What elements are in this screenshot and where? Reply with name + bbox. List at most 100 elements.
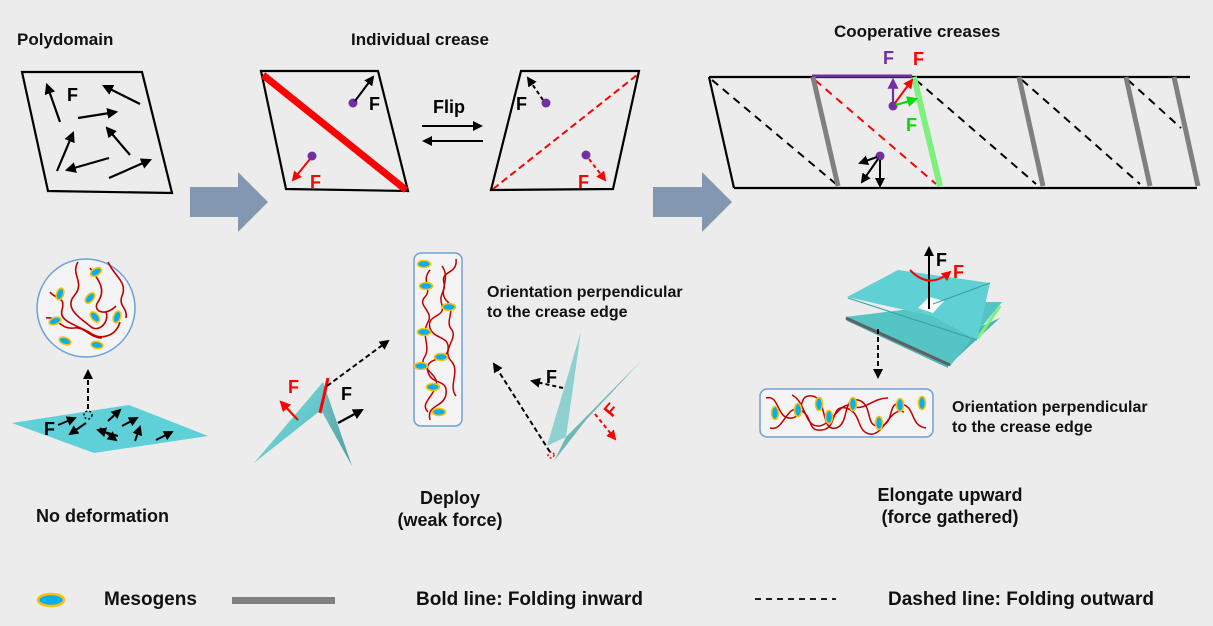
force-arrow-red (894, 78, 914, 104)
force-arrow (102, 85, 141, 105)
legend-mesogens: Mesogens (104, 589, 197, 610)
crease-red (318, 377, 330, 414)
force-label-red: F (953, 262, 964, 282)
caption-deploy-line2: (weak force) (397, 510, 503, 530)
force-arrow (108, 158, 153, 180)
force-arrow (77, 107, 119, 120)
note-orientation-middle-line2: to the crease edge (487, 304, 628, 321)
force-label-red: F (310, 172, 321, 192)
probe-circle (547, 451, 555, 459)
dashed-crease-line (915, 79, 1037, 185)
force-arrow-red-dashed (588, 158, 607, 182)
flip-label: Flip (433, 97, 465, 117)
polydomain-sheet (20, 70, 174, 195)
force-arrow (44, 82, 62, 123)
bold-line-swatch (232, 597, 335, 604)
crease-sheet (259, 69, 410, 193)
force-arrow-red (291, 158, 311, 182)
force-label-green: F (906, 115, 917, 135)
mesogen-dot (875, 151, 885, 161)
force-label: F (44, 419, 55, 439)
force-label-red: F (600, 399, 622, 420)
mesogen-icons (48, 266, 122, 350)
legend (36, 592, 836, 608)
caption-elongate-line1: Elongate upward (877, 485, 1023, 505)
folded-sheet-left (547, 331, 581, 446)
polydomain-microstructure: F (12, 258, 208, 453)
dashed-crease-line-red (814, 79, 937, 185)
force-label-red: F (913, 49, 924, 69)
folded-sheet-top (847, 270, 990, 340)
force-arrow (860, 158, 879, 184)
note-orientation-right: Orientation perpendicular to the crease … (952, 398, 1148, 438)
mesogen-dot (888, 101, 898, 111)
force-label: F (369, 94, 380, 114)
title-polydomain: Polydomain (17, 30, 114, 49)
oriented-chain-box (413, 252, 463, 427)
force-label: F (936, 250, 947, 270)
bold-crease-line (1123, 76, 1153, 187)
caption-no-deformation: No deformation (36, 506, 169, 526)
note-orientation-middle-line1: Orientation perpendicular (487, 284, 683, 301)
force-label: F (341, 384, 352, 404)
note-orientation-middle: Orientation perpendicular to the crease … (487, 283, 683, 323)
title-cooperative-creases: Cooperative creases (834, 22, 1001, 41)
bold-crease-line (260, 72, 409, 193)
force-arrow-red-dashed (594, 413, 617, 441)
mesogen-icon (36, 592, 66, 608)
process-arrow-icon (190, 172, 268, 232)
force-label: F (67, 85, 78, 105)
strip-left-edge (707, 76, 736, 189)
bold-crease-line (810, 76, 841, 187)
bold-crease-line (1171, 76, 1201, 187)
force-arrow (55, 130, 75, 172)
dashed-crease-line (492, 74, 638, 190)
individual-crease-before-flip: F F (259, 69, 410, 193)
mesogen-dot (581, 150, 591, 160)
probe-circle (83, 410, 93, 420)
magnify-arrow-dashed (326, 339, 390, 387)
caption-deploy-line1: Deploy (419, 488, 480, 508)
rotation-arrow (909, 269, 952, 282)
fold-line (847, 297, 978, 341)
bold-crease-line (1016, 76, 1046, 187)
flip-indicator: Flip (422, 97, 483, 146)
mesogen-icons (413, 259, 457, 417)
mesogen-dot (307, 151, 317, 161)
folded-sheet-right (321, 382, 352, 466)
center-opening (918, 297, 944, 313)
force-arrow-red (279, 400, 299, 421)
mesogen-dot (541, 98, 551, 108)
caption-deploy: Deploy (weak force) (385, 487, 515, 531)
bold-crease-line-green (911, 76, 943, 187)
dashed-crease-line (1021, 79, 1141, 185)
force-arrow-dashed (530, 377, 564, 389)
magnified-view-circle (36, 258, 136, 358)
legend-bold-line: Bold line: Folding inward (416, 589, 643, 610)
force-label: F (546, 367, 557, 387)
force-label: F (516, 94, 527, 114)
legend-dashed-line: Dashed line: Folding outward (888, 589, 1154, 610)
note-orientation-right-line2: to the crease edge (952, 419, 1093, 436)
force-arrow (105, 126, 131, 156)
caption-elongate: Elongate upward (force gathered) (855, 484, 1045, 528)
random-force-arrows (57, 408, 174, 442)
bold-crease-line-green (976, 305, 1002, 339)
force-label-red: F (288, 377, 299, 397)
cooperative-creases-strip: F F F (707, 48, 1201, 190)
magnify-arrow-dashed (492, 362, 551, 453)
force-arrow (64, 156, 110, 173)
force-arrow (337, 408, 364, 424)
title-individual-crease: Individual crease (351, 30, 489, 49)
crease-sheet (489, 69, 641, 192)
fold-line (932, 282, 991, 305)
dashed-crease-line (1127, 79, 1182, 129)
force-arrow (354, 75, 375, 102)
mesogen-icons (770, 395, 927, 431)
note-orientation-right-line1: Orientation perpendicular (952, 399, 1148, 416)
force-arrow-dashed (526, 76, 544, 101)
folded-sheet-left (254, 382, 323, 463)
caption-elongate-line2: (force gathered) (881, 507, 1019, 527)
